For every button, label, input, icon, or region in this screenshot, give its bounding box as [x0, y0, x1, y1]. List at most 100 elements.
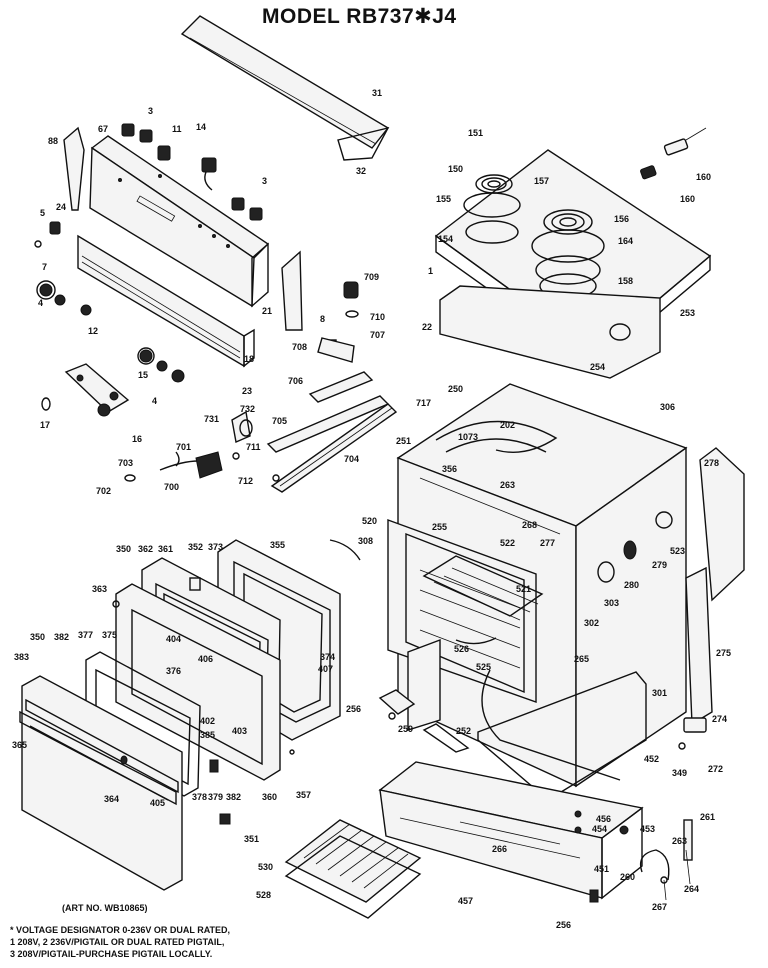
- burner-wiring-rails: [266, 371, 398, 493]
- callout-457: 457: [458, 896, 473, 906]
- callout-278: 278: [704, 458, 719, 468]
- callout-280: 280: [624, 580, 639, 590]
- callout-labels: 31 32 3 11 14 67 88 3 5 24 7 4 12 21 18 …: [12, 88, 731, 930]
- callout-404: 404: [166, 634, 181, 644]
- callout-717: 717: [416, 398, 431, 408]
- callout-272: 272: [708, 764, 723, 774]
- front-frame-trim: [685, 566, 713, 726]
- callout-376: 376: [166, 666, 181, 676]
- callout-407: 407: [318, 664, 333, 674]
- callout-23: 23: [242, 386, 252, 396]
- callout-4: 4: [38, 298, 43, 308]
- callout-352: 352: [188, 542, 203, 552]
- callout-378: 378: [192, 792, 207, 802]
- side-trim-right: [281, 250, 303, 331]
- door-liner: [115, 583, 281, 781]
- callout-155: 155: [436, 194, 451, 204]
- callout-15: 15: [138, 370, 148, 380]
- callout-357: 357: [296, 790, 311, 800]
- storage-drawer: [378, 761, 644, 900]
- callout-253: 253: [680, 308, 695, 318]
- model-title: MODEL RB737✱J4: [262, 5, 457, 28]
- callout-260: 260: [620, 872, 635, 882]
- side-panel-right: [699, 447, 745, 602]
- callout-453: 453: [640, 824, 655, 834]
- callout-88: 88: [48, 136, 58, 146]
- terminal-block-160: [640, 127, 707, 180]
- callout-7: 7: [42, 262, 47, 272]
- callout-363: 363: [92, 584, 107, 594]
- callout-256: 256: [346, 704, 361, 714]
- callout-265: 265: [574, 654, 589, 664]
- callout-156: 156: [614, 214, 629, 224]
- callout-703: 703: [118, 458, 133, 468]
- callout-11: 11: [172, 124, 182, 134]
- callout-263: 263: [500, 480, 515, 490]
- callout-701: 701: [176, 442, 191, 452]
- lower-cabinet: [477, 671, 647, 801]
- callout-3: 3: [148, 106, 153, 116]
- callout-8: 8: [320, 314, 325, 324]
- hinges-right: [678, 717, 707, 750]
- callout-202: 202: [500, 420, 515, 430]
- callout-264: 264: [684, 884, 699, 894]
- callout-708: 708: [292, 342, 307, 352]
- callout-704: 704: [344, 454, 359, 464]
- callout-1073: 1073: [458, 432, 478, 442]
- callout-362: 362: [138, 544, 153, 554]
- broiler-pan-insert: [284, 819, 422, 903]
- oven-door-outer: [19, 675, 183, 891]
- callout-705: 705: [272, 416, 287, 426]
- callout-5: 5: [40, 208, 45, 218]
- art-number: (ART NO. WB10865): [62, 903, 148, 913]
- callout-710: 710: [370, 312, 385, 322]
- main-top-support: [439, 285, 661, 379]
- callout-700: 700: [164, 482, 179, 492]
- callout-256: 256: [556, 920, 571, 930]
- callout-259: 259: [398, 724, 413, 734]
- callout-520: 520: [362, 516, 377, 526]
- callout-403: 403: [232, 726, 247, 736]
- callout-158: 158: [618, 276, 633, 286]
- callout-308: 308: [358, 536, 373, 546]
- oven-timer-control: [64, 363, 130, 417]
- callout-523: 523: [670, 546, 685, 556]
- footnote-3: 3 208V/PIGTAIL-PURCHASE PIGTAIL LOCALLY.: [10, 949, 213, 959]
- callout-528: 528: [256, 890, 271, 900]
- callout-526: 526: [454, 644, 469, 654]
- callout-373: 373: [208, 542, 223, 552]
- callout-32: 32: [356, 166, 366, 176]
- callout-731: 731: [204, 414, 219, 424]
- burner-receptacles: [317, 281, 359, 363]
- callout-365: 365: [12, 740, 27, 750]
- callout-151: 151: [468, 128, 483, 138]
- callout-24: 24: [56, 202, 66, 212]
- callout-383: 383: [14, 652, 29, 662]
- callout-451: 451: [594, 864, 609, 874]
- callout-22: 22: [422, 322, 432, 332]
- footnote-1: * VOLTAGE DESIGNATOR 0-236V OR DUAL RATE…: [10, 925, 231, 935]
- callout-382: 382: [226, 792, 241, 802]
- callout-349: 349: [672, 768, 687, 778]
- top-trim-strip: [180, 15, 390, 161]
- callout-16: 16: [132, 434, 142, 444]
- callout-252: 252: [456, 726, 471, 736]
- callout-452: 452: [644, 754, 659, 764]
- callout-268: 268: [522, 520, 537, 530]
- callout-306: 306: [660, 402, 675, 412]
- callout-303: 303: [604, 598, 619, 608]
- control-knobs: [36, 280, 185, 383]
- callout-374: 374: [320, 652, 335, 662]
- callout-350: 350: [30, 632, 45, 642]
- callout-4: 4: [152, 396, 157, 406]
- callout-355: 355: [270, 540, 285, 550]
- callout-375: 375: [102, 630, 117, 640]
- callout-150: 150: [448, 164, 463, 174]
- terminal-blocks: [231, 410, 280, 482]
- callout-21: 21: [262, 306, 272, 316]
- callout-17: 17: [40, 420, 50, 430]
- drawer-glides: [378, 689, 629, 835]
- callout-711: 711: [246, 442, 261, 452]
- callout-164: 164: [618, 236, 633, 246]
